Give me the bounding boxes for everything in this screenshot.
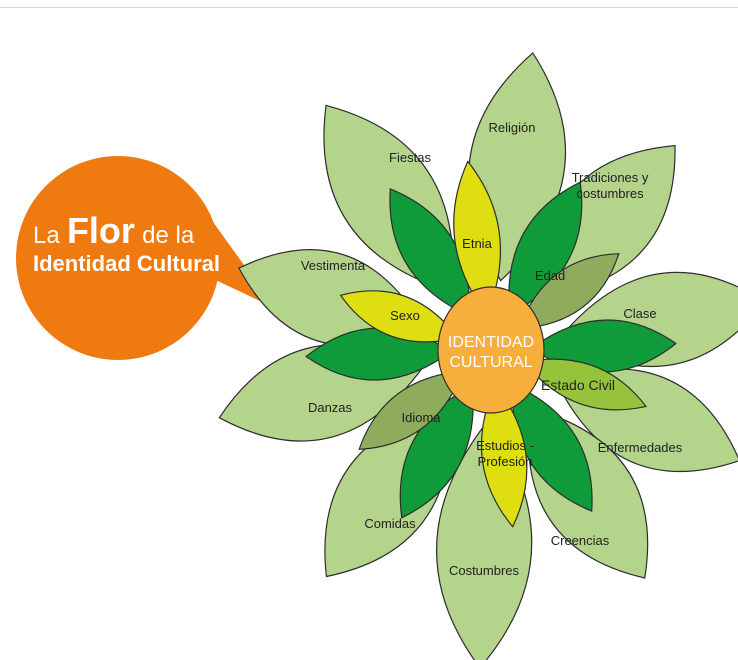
center-label-line2: CULTURAL <box>449 354 532 371</box>
inner-petal-label: Estado Civil <box>541 377 615 393</box>
outer-petal-label: Costumbres <box>449 563 520 578</box>
outer-petal-label: Danzas <box>308 400 353 415</box>
inner-petal-label: Estudios -Profesión <box>476 438 534 469</box>
inner-petal-label: Sexo <box>390 308 420 323</box>
title-prefix: La <box>33 222 60 249</box>
flower-center: IDENTIDAD CULTURAL <box>437 286 545 414</box>
outer-petal-label: Enfermedades <box>598 440 683 455</box>
outer-petal-label: Vestimenta <box>301 258 366 273</box>
inner-petal <box>453 160 501 317</box>
inner-petal-label: Idioma <box>401 410 441 425</box>
inner-petal-label: Edad <box>535 268 565 283</box>
inner-petal <box>518 253 620 330</box>
outer-petal-label: Fiestas <box>389 150 431 165</box>
outer-petal-label: Creencias <box>551 533 610 548</box>
inner-petal <box>480 383 528 528</box>
title-middle: de la <box>142 222 195 249</box>
center-label-line1: IDENTIDAD <box>448 334 534 351</box>
bubble-circle <box>16 156 220 360</box>
inner-petal-label: Etnia <box>462 236 492 251</box>
title-line2: Identidad Cultural <box>33 250 220 276</box>
outer-petal-label: Religión <box>489 120 536 135</box>
flower-title: La Flor de la Identidad Cultural <box>33 212 223 275</box>
outer-petal-label: Comidas <box>364 516 416 531</box>
center-ellipse <box>437 286 545 414</box>
outer-petal-label: Clase <box>623 306 656 321</box>
title-word: Flor <box>66 210 135 251</box>
inner-petals <box>339 160 648 528</box>
inner-petal <box>358 370 464 450</box>
top-border <box>0 0 738 8</box>
inner-petal <box>522 358 648 411</box>
inner-petal <box>339 290 460 343</box>
